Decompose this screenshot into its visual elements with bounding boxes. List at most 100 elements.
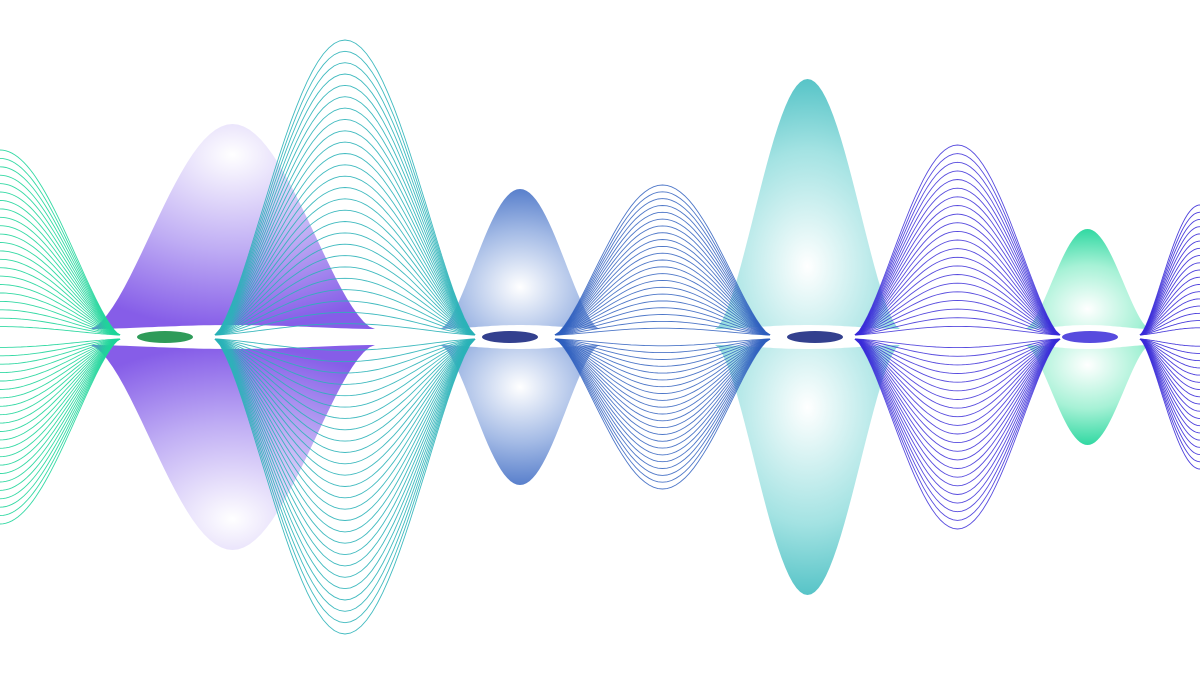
tall-teal-line-bundle-line <box>214 96 476 336</box>
indigo-line-bundle-line <box>854 248 1061 336</box>
indigo-line-bundle-line <box>854 291 1061 336</box>
left-edge-green-lines-line <box>0 338 121 407</box>
tall-teal-line-bundle-line <box>214 338 476 397</box>
indigo-line-bundle-line <box>854 338 1061 392</box>
indigo-line-bundle-line <box>854 222 1061 336</box>
left-edge-green-lines-line <box>0 338 121 365</box>
blue-line-bundle-line <box>554 338 771 490</box>
blue-line-bundle-line <box>554 338 771 381</box>
indigo-line-bundle-line <box>854 338 1061 374</box>
tall-teal-line-bundle-line <box>214 338 476 363</box>
left-edge-green-lines-line <box>0 233 121 336</box>
violet-lobe-lower <box>90 345 375 550</box>
tall-teal-line-bundle-line <box>214 232 476 336</box>
wave-node-2 <box>482 331 538 343</box>
blue-line-bundle-line <box>554 280 771 336</box>
left-edge-green-lines-line <box>0 338 121 458</box>
left-edge-green-lines-line <box>0 338 121 432</box>
right-edge-indigo-lines-line <box>1139 320 1200 336</box>
violet-lobe <box>90 124 375 550</box>
green-lobe-upper <box>1025 229 1150 329</box>
blue-line-bundle-line <box>554 338 771 374</box>
right-edge-indigo-lines-line <box>1139 338 1200 376</box>
right-edge-indigo-lines-line <box>1139 338 1200 427</box>
left-edge-green-lines-line <box>0 149 121 336</box>
indigo-line-bundle-line <box>854 317 1061 336</box>
indigo-line-bundle-line <box>854 338 1061 478</box>
left-edge-green-lines-line <box>0 338 121 508</box>
tall-teal-line-bundle-line <box>214 118 476 336</box>
blue-line-bundle-line <box>554 338 771 354</box>
blue-line-bundle-line <box>554 314 771 336</box>
left-edge-green-lines-line <box>0 338 121 449</box>
wave-nodes <box>137 331 1118 343</box>
left-edge-green-lines-line <box>0 338 121 424</box>
blue-line-bundle-line <box>554 338 771 367</box>
tall-teal-line-bundle-line <box>214 338 476 487</box>
indigo-line-bundle-line <box>854 179 1061 336</box>
tall-teal-line-bundle-line <box>214 338 476 635</box>
indigo-line-bundle <box>854 144 1061 530</box>
indigo-line-bundle-line <box>854 308 1061 336</box>
indigo-line-bundle-line <box>854 196 1061 336</box>
indigo-line-bundle-line <box>854 265 1061 336</box>
tall-teal-line-bundle-line <box>214 338 476 521</box>
tall-teal-line-bundle-line <box>214 338 476 351</box>
tall-teal-line-bundle-line <box>214 50 476 336</box>
right-edge-indigo-lines-line <box>1139 240 1200 336</box>
teal-lobe-upper <box>715 79 900 329</box>
left-edge-green-lines-line <box>0 338 121 374</box>
tall-teal-line-bundle <box>214 39 476 635</box>
left-edge-green-lines-line <box>0 208 121 336</box>
wave-node-3 <box>787 331 843 343</box>
tall-teal-line-bundle-line <box>214 338 476 556</box>
wave-node-4 <box>1062 331 1118 343</box>
blue-line-bundle-line <box>554 338 771 435</box>
right-edge-indigo-lines-line <box>1139 338 1200 347</box>
left-edge-green-lines-line <box>0 292 121 336</box>
indigo-line-bundle-line <box>854 161 1061 336</box>
tall-teal-line-bundle-line <box>214 338 476 431</box>
left-edge-green-lines-line <box>0 275 121 336</box>
tall-teal-line-bundle-line <box>214 300 476 336</box>
blue-line-bundle-line <box>554 218 771 336</box>
right-edge-indigo-lines-line <box>1139 338 1200 405</box>
left-edge-green-lines-line <box>0 338 121 348</box>
blue-line-bundle-line <box>554 191 771 336</box>
tall-teal-line-bundle-line <box>214 338 476 624</box>
tall-teal-line-bundle-line <box>214 277 476 336</box>
blue-line-bundle-line <box>554 205 771 336</box>
left-edge-green-lines-line <box>0 338 121 483</box>
blue-line-bundle-line <box>554 338 771 360</box>
blue-line-bundle-line <box>554 338 771 449</box>
blue-line-bundle-line <box>554 225 771 336</box>
blue-line-bundle-line <box>554 300 771 336</box>
tall-teal-line-bundle-line <box>214 141 476 336</box>
indigo-line-bundle-line <box>854 213 1061 336</box>
tall-teal-line-bundle-line <box>214 255 476 336</box>
indigo-line-bundle-line <box>854 338 1061 357</box>
right-edge-indigo-lines-line <box>1139 276 1200 336</box>
blue-line-bundle-line <box>554 198 771 336</box>
tall-teal-line-bundle-line <box>214 209 476 336</box>
right-edge-indigo-lines-line <box>1139 338 1200 419</box>
right-edge-indigo-lines-line <box>1139 305 1200 336</box>
right-edge-indigo-lines-line <box>1139 338 1200 470</box>
indigo-line-bundle-line <box>854 338 1061 435</box>
left-edge-green-lines-line <box>0 338 121 500</box>
left-edge-green-lines-line <box>0 267 121 336</box>
blue-lobe-upper <box>440 189 600 329</box>
blue-line-bundle-line <box>554 252 771 336</box>
indigo-line-bundle-line <box>854 282 1061 336</box>
tall-teal-line-bundle-line <box>214 338 476 453</box>
right-edge-indigo-lines-line <box>1139 255 1200 336</box>
left-edge-green-lines-line <box>0 338 121 525</box>
right-edge-indigo-lines-line <box>1139 338 1200 434</box>
blue-lobe-lower <box>440 345 600 485</box>
tall-teal-line-bundle-line <box>214 221 476 336</box>
blue-line-bundle-line <box>554 338 771 394</box>
indigo-line-bundle-line <box>854 338 1061 513</box>
right-edge-indigo-lines-line <box>1139 327 1200 336</box>
blue-line-bundle-line <box>554 338 771 483</box>
tall-teal-line-bundle-line <box>214 338 476 612</box>
